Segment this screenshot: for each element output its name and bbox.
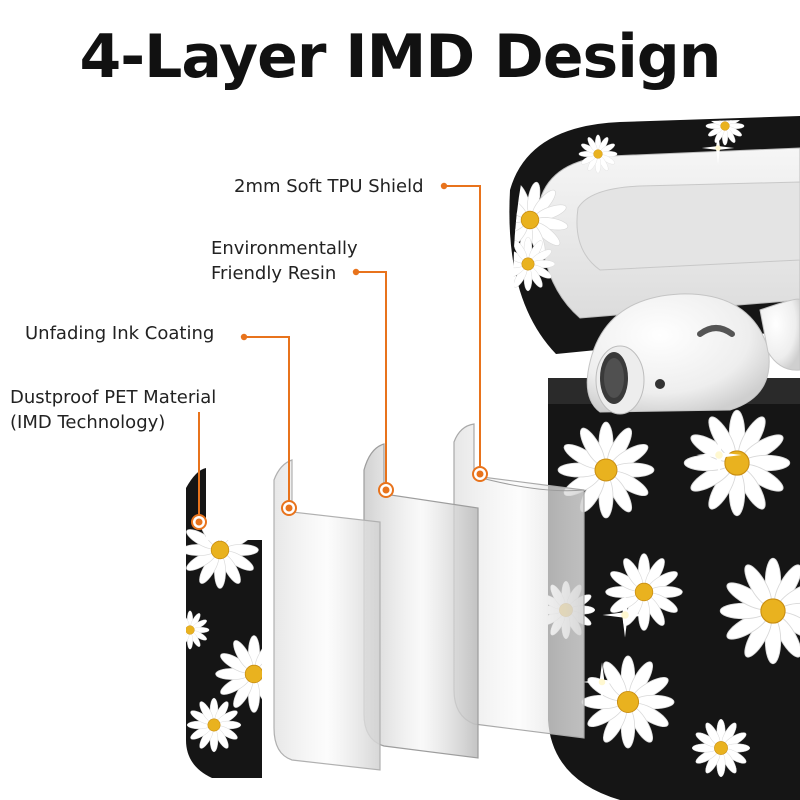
label-tpu-shield-text: 2mm Soft TPU Shield: [234, 176, 424, 197]
label-tpu-shield: 2mm Soft TPU Shield: [234, 174, 424, 199]
airpods: [586, 293, 800, 415]
label-ink-coating: Unfading Ink Coating: [25, 321, 214, 346]
callout-tpu: [440, 182, 488, 482]
label-resin: Environmentally Friendly Resin: [211, 236, 358, 286]
label-pet-material: Dustproof PET Material (IMD Technology): [10, 385, 216, 435]
label-pet-line2: (IMD Technology): [10, 412, 166, 433]
label-pet-line1: Dustproof PET Material: [10, 387, 217, 408]
label-resin-line2: Friendly Resin: [211, 263, 337, 284]
label-ink-coating-text: Unfading Ink Coating: [25, 323, 215, 344]
callout-pet: [191, 412, 207, 530]
label-resin-line1: Environmentally: [211, 238, 358, 259]
callout-resin: [352, 268, 394, 498]
layer-ink-coating: [273, 459, 381, 771]
case-lid: [509, 116, 800, 354]
layer-pet-material: [186, 468, 262, 778]
page-title: 4-Layer IMD Design: [79, 22, 722, 92]
callout-ink: [240, 333, 297, 516]
